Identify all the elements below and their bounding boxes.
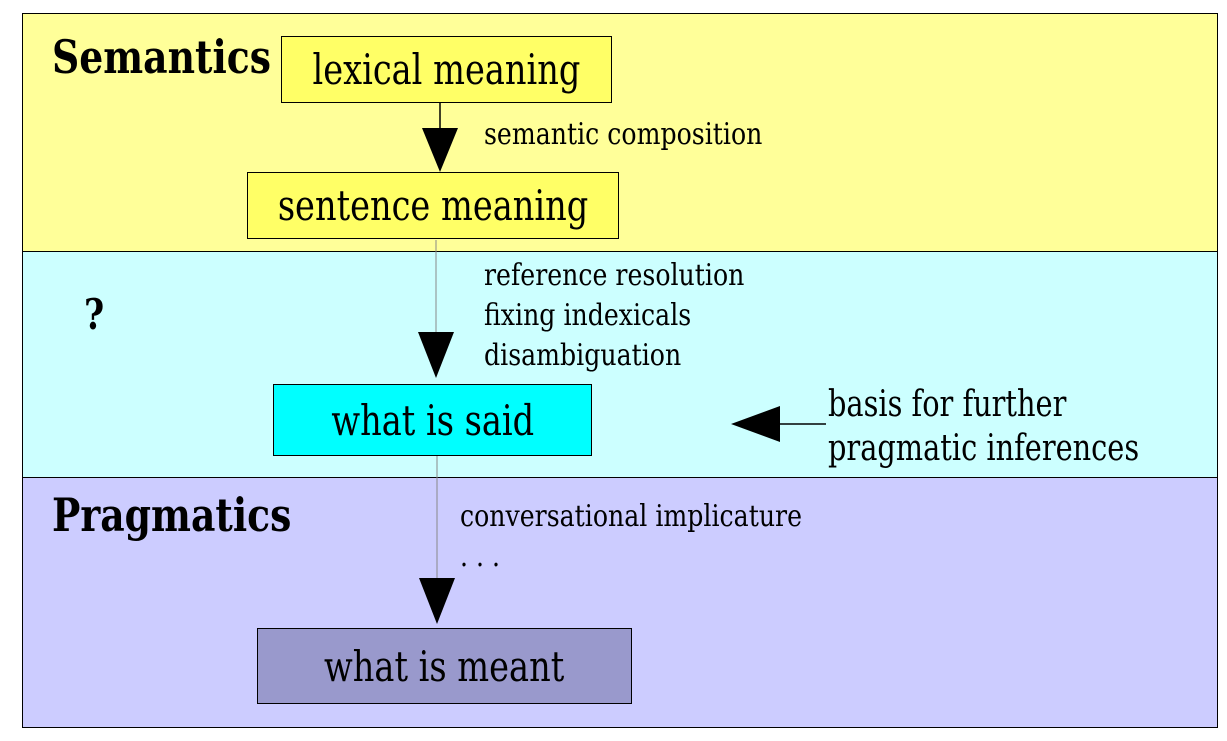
middle-band [22, 251, 1218, 478]
semantics-band [22, 13, 1218, 252]
lexical-meaning-box: lexical meaning [281, 36, 612, 103]
semantic-composition-note: semantic composition [484, 117, 763, 152]
implicature-step: conversational implicature [460, 499, 803, 534]
lexical-meaning-label: lexical meaning [312, 45, 581, 94]
what-is-meant-label: what is meant [324, 641, 565, 691]
what-is-meant-box: what is meant [257, 628, 632, 704]
resolution-step: reference resolution [484, 258, 745, 293]
resolution-step: fixing indexicals [484, 298, 692, 333]
further-inferences-line: pragmatic inferences [828, 428, 1140, 469]
resolution-step: disambiguation [484, 338, 682, 373]
further-inferences-line: basis for further [828, 384, 1067, 425]
resolution-steps-note: reference resolution fixing indexicals d… [484, 256, 744, 376]
further-inferences-note: basis for further pragmatic inferences [828, 383, 1139, 471]
what-is-said-label: what is said [331, 395, 534, 445]
what-is-said-box: what is said [273, 384, 592, 456]
unknown-level-heading: ? [84, 290, 105, 339]
sentence-meaning-label: sentence meaning [277, 181, 589, 230]
semantics-heading: Semantics [52, 30, 271, 84]
pragmatics-heading: Pragmatics [52, 488, 292, 542]
implicature-steps-note: conversational implicature . . . [460, 497, 802, 577]
sentence-meaning-box: sentence meaning [247, 172, 619, 239]
pragmatics-band [22, 477, 1218, 728]
implicature-step: . . . [460, 539, 501, 574]
